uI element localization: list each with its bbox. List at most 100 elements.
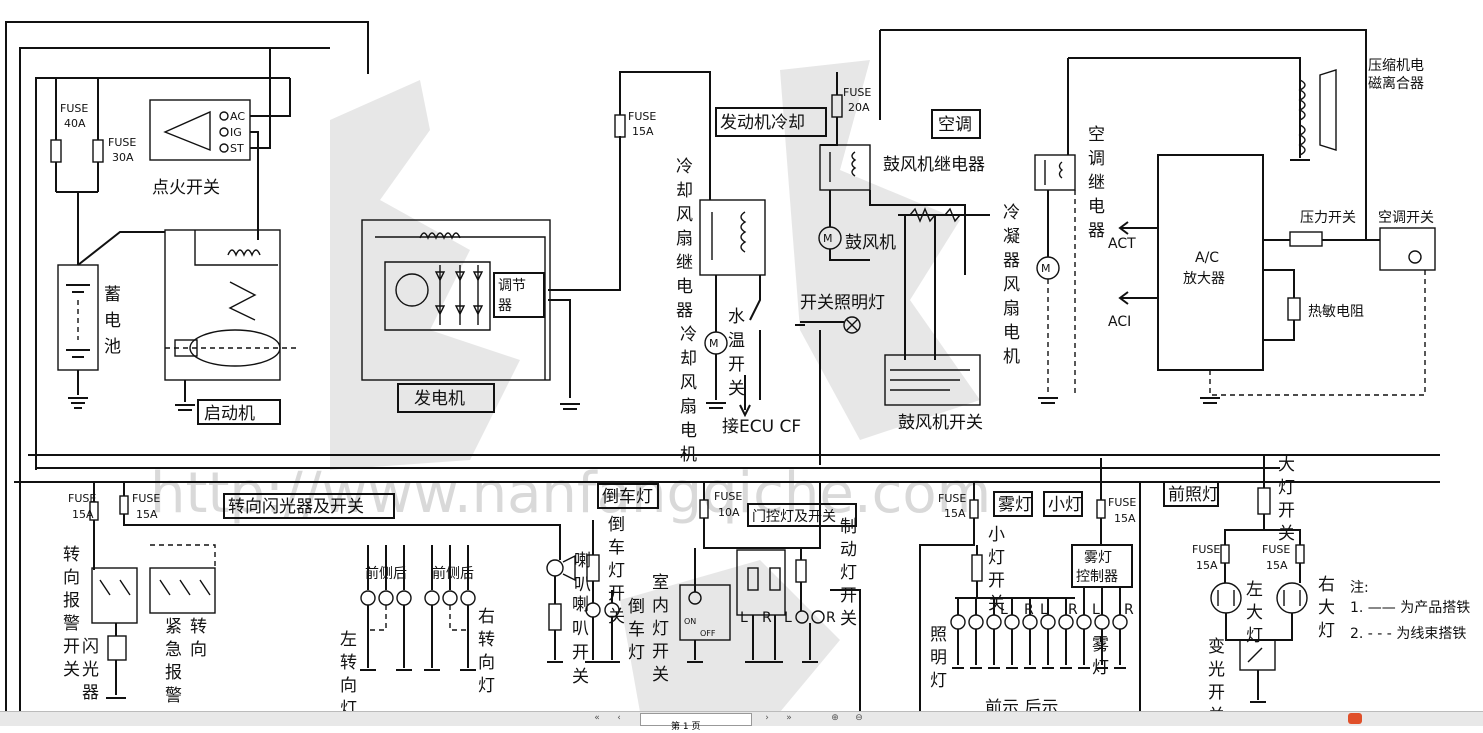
svg-text:磁离合器: 磁离合器 (1368, 75, 1424, 92)
svg-text:内: 内 (652, 596, 669, 616)
svg-text:15A: 15A (136, 508, 158, 521)
svg-text:FUSE: FUSE (1262, 543, 1290, 556)
svg-text:却: 却 (680, 349, 697, 369)
svg-text:灯: 灯 (608, 561, 625, 581)
svg-text:ST: ST (230, 142, 244, 155)
svg-text:蓄: 蓄 (104, 285, 121, 305)
svg-text:倒车灯: 倒车灯 (602, 487, 653, 507)
watermark: http://www.nanfangqiche.com (150, 60, 991, 712)
last-page-icon[interactable]: » (786, 713, 792, 723)
svg-text:转: 转 (478, 630, 495, 650)
svg-text:压力开关: 压力开关 (1300, 210, 1356, 226)
svg-text:FUSE: FUSE (132, 492, 160, 505)
svg-text:放大器: 放大器 (1183, 271, 1225, 287)
interior-lamp: ON OFF 室 内 灯 开 关 (652, 548, 731, 685)
svg-text:A/C: A/C (1195, 250, 1219, 266)
svg-text:扇: 扇 (680, 397, 697, 417)
svg-text:倒: 倒 (608, 515, 625, 535)
engine-cooling-title: 发动机冷却 (715, 107, 827, 137)
svg-text:开: 开 (1208, 683, 1225, 703)
fog-controller: 雾灯 控制器 (1071, 544, 1133, 588)
svg-text:器: 器 (1088, 221, 1105, 241)
svg-text:空: 空 (1088, 125, 1105, 145)
svg-text:室: 室 (652, 573, 669, 593)
next-page-icon[interactable]: › (765, 713, 769, 723)
svg-text:15A: 15A (72, 508, 94, 521)
svg-text:雾: 雾 (1092, 635, 1109, 655)
svg-text:喇: 喇 (574, 551, 591, 571)
svg-text:注:: 注: (1350, 580, 1369, 596)
svg-text:FUSE: FUSE (1192, 543, 1220, 556)
svg-text:FUSE: FUSE (68, 492, 96, 505)
svg-text:M: M (709, 337, 719, 350)
svg-text:空调: 空调 (938, 115, 972, 135)
svg-text:转: 转 (190, 617, 207, 637)
fuse-15a-left-head: FUSE 15A (1192, 543, 1230, 572)
svg-text:R: R (1024, 602, 1034, 618)
svg-text:冷: 冷 (680, 325, 697, 345)
svg-text:闪: 闪 (82, 637, 99, 657)
ac-amplifier: A/C 放大器 ACT ACI (1108, 154, 1426, 404)
headlamps: 左 大 灯 右 大 灯 (1210, 563, 1335, 646)
blower-switch: 鼓风机开关 (884, 354, 983, 433)
fuse-15a-turn-1: FUSE 15A (68, 492, 99, 521)
thermistor: 热敏电阻 (1263, 269, 1364, 341)
svg-text:关: 关 (63, 660, 80, 680)
svg-text:门控灯及开关: 门控灯及开关 (752, 509, 836, 525)
svg-text:R: R (1068, 602, 1078, 618)
svg-text:右: 右 (478, 607, 495, 627)
svg-text:制: 制 (840, 517, 857, 537)
fuse-10a: FUSE 10A (699, 490, 742, 519)
svg-text:1. —— 为产品搭铁: 1. —— 为产品搭铁 (1350, 600, 1470, 616)
svg-text:启动机: 启动机 (204, 404, 255, 424)
page-number-field[interactable]: 第 1 页 (640, 713, 752, 732)
svg-text:关: 关 (608, 607, 625, 627)
svg-text:小: 小 (988, 525, 1005, 545)
door-lamp-title: 门控灯及开关 (747, 503, 857, 527)
svg-text:FUSE: FUSE (108, 136, 136, 149)
svg-text:前照灯: 前照灯 (1168, 485, 1219, 505)
ignition-label: 点火开关 (152, 178, 220, 198)
first-page-icon[interactable]: « (594, 713, 600, 723)
reverse-lamp-title: 倒车灯 (597, 483, 659, 509)
svg-text:向: 向 (340, 676, 357, 696)
svg-text:照: 照 (930, 625, 947, 645)
svg-text:关: 关 (652, 665, 669, 685)
svg-text:FUSE: FUSE (714, 490, 742, 503)
svg-text:2. - - - 为线束搭铁: 2. - - - 为线束搭铁 (1350, 626, 1466, 642)
svg-text:开: 开 (63, 637, 80, 657)
app-logo-icon (1348, 713, 1362, 724)
svg-text:水: 水 (728, 307, 745, 327)
svg-text:FUSE: FUSE (938, 492, 966, 505)
svg-text:警: 警 (165, 686, 182, 706)
svg-text:接ECU CF: 接ECU CF (722, 417, 801, 437)
svg-text:转: 转 (63, 545, 80, 565)
svg-text:R: R (826, 610, 836, 626)
svg-text:机: 机 (680, 445, 697, 465)
svg-text:急: 急 (165, 640, 182, 660)
svg-text:电: 电 (676, 277, 693, 297)
fuse-30a: FUSE 30A (92, 136, 136, 164)
svg-text:转: 转 (340, 653, 357, 673)
reverse-switch: 倒 车 灯 开 关 倒 车 灯 (585, 515, 645, 663)
svg-text:倒: 倒 (628, 597, 645, 617)
zoom-out-icon[interactable]: ⊖ (855, 713, 863, 723)
svg-text:压缩机电: 压缩机电 (1368, 58, 1424, 74)
svg-text:向: 向 (63, 568, 80, 588)
svg-text:L: L (1040, 602, 1048, 618)
svg-text:继: 继 (676, 253, 693, 273)
svg-text:开: 开 (652, 642, 669, 662)
headlamp-title: 前照灯 (1163, 481, 1219, 507)
svg-text:灯: 灯 (1246, 626, 1263, 646)
zoom-in-icon[interactable]: ⊕ (831, 713, 839, 723)
svg-text:却: 却 (676, 181, 693, 201)
svg-text:OFF: OFF (700, 629, 716, 638)
svg-text:车: 车 (608, 538, 625, 558)
svg-text:灯: 灯 (1092, 658, 1109, 678)
prev-page-icon[interactable]: ‹ (617, 713, 621, 723)
svg-text:左: 左 (340, 630, 357, 650)
svg-text:FUSE: FUSE (1108, 496, 1136, 509)
svg-text:15A: 15A (944, 507, 966, 520)
svg-text:车: 车 (628, 620, 645, 640)
